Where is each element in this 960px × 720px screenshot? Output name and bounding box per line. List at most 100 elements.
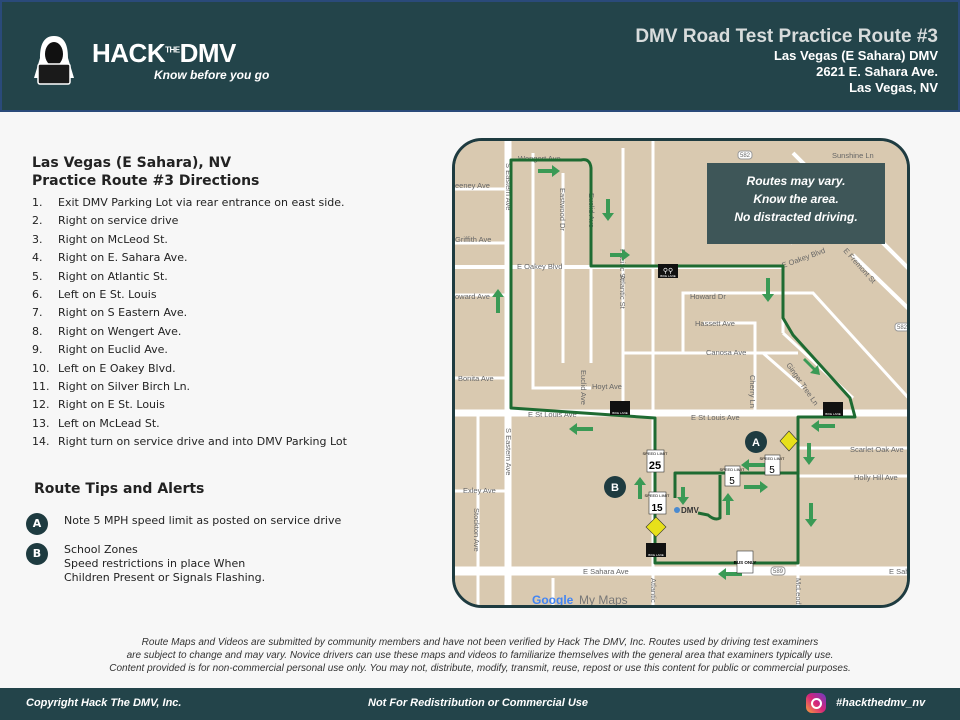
sign-text: BUS ONLY bbox=[734, 560, 757, 565]
sign-text: SPEED LIMIT bbox=[760, 456, 785, 461]
step-number: 3. bbox=[32, 232, 43, 246]
street-label: E St Louis Ave bbox=[691, 413, 740, 422]
arrow-down-icon bbox=[677, 487, 689, 505]
step-number: 2. bbox=[32, 214, 43, 228]
notice-line: Know the area. bbox=[753, 192, 838, 206]
direction-step: 4.Right on E. Sahara Ave. bbox=[32, 249, 347, 267]
sign-text: BIKE LANE bbox=[660, 274, 676, 278]
highway-shields: 582 582 589 bbox=[737, 150, 907, 576]
arrow-down-icon bbox=[762, 278, 774, 302]
google-logo: Google bbox=[532, 593, 574, 607]
direction-step: 11.Right on Silver Birch Ln. bbox=[32, 378, 347, 396]
direction-step: 12.Right on E St. Louis bbox=[32, 396, 347, 414]
directions-list: 1. Exit DMV Parking Lot via rear entrance… bbox=[32, 194, 347, 452]
arrow-left-icon bbox=[811, 420, 835, 432]
tip-text: Children Present or Signals Flashing. bbox=[64, 571, 266, 584]
arrow-right-icon bbox=[538, 165, 560, 177]
street-label: Holly Hill Ave bbox=[854, 473, 898, 482]
direction-arrows bbox=[492, 165, 835, 580]
street-label: Atlantic bbox=[649, 578, 658, 603]
street-label: E St Louis Ave bbox=[528, 410, 577, 419]
disclaimer: Route Maps and Videos are submitted by c… bbox=[0, 636, 960, 675]
disclaimer-line: Content provided is for non-commercial p… bbox=[109, 663, 851, 674]
instagram-icon[interactable] bbox=[806, 693, 826, 713]
bike-lane-sign: BIKE LANE bbox=[823, 402, 843, 416]
route-map[interactable]: Wengert Ave eeney Ave Griffith Ave E Oak… bbox=[452, 138, 910, 608]
marker-a-label: A bbox=[752, 437, 760, 449]
sign-text: SPEED LIMIT bbox=[643, 451, 668, 456]
header: HACKTHEDMV Know before you go DMV Road T… bbox=[0, 0, 960, 112]
street-label: Exley Ave bbox=[463, 486, 496, 495]
sign-text: BIKE LANE bbox=[648, 553, 664, 557]
direction-step: 13. Left on McLead St. bbox=[32, 415, 347, 433]
step-text: Exit DMV Parking Lot via rear entrance o… bbox=[58, 196, 345, 209]
sign-text: SPEED LIMIT bbox=[720, 467, 745, 472]
step-number: 11. bbox=[32, 380, 50, 394]
step-text: Left on E Oakey Blvd. bbox=[58, 361, 176, 375]
direction-step: 10.Left on E Oakey Blvd. bbox=[32, 360, 347, 378]
arrow-left-icon bbox=[741, 459, 765, 471]
notice-box: Routes may vary. Know the area. No distr… bbox=[707, 163, 885, 244]
tip-b: B School Zones Speed restrictions in pla… bbox=[26, 543, 265, 585]
direction-step: 14. Right turn on service drive and into … bbox=[32, 433, 347, 451]
disclaimer-line: Route Maps and Videos are submitted by c… bbox=[141, 637, 819, 648]
street-label: E Sah bbox=[889, 567, 909, 576]
bike-lane-sign: BIKE LANE bbox=[646, 543, 666, 557]
arrow-left-icon bbox=[569, 423, 593, 435]
step-number: 13. bbox=[32, 416, 50, 430]
step-number: 9. bbox=[32, 343, 43, 357]
step-number: 1. bbox=[32, 196, 43, 209]
marker-b-label: B bbox=[611, 482, 619, 494]
redistribution-notice: Not For Redistribution or Commercial Use bbox=[368, 697, 589, 709]
direction-step: 2. Right on service drive bbox=[32, 212, 347, 230]
tip-text: Note 5 MPH speed limit as posted on serv… bbox=[64, 514, 342, 527]
hashtag[interactable]: #hackthedmv_nv bbox=[836, 697, 926, 709]
street-label: Griffith Ave bbox=[455, 235, 491, 244]
step-number: 14. bbox=[32, 435, 50, 449]
tagline: Know before you go bbox=[154, 68, 270, 82]
direction-step: 8.Right on Wengert Ave. bbox=[32, 323, 347, 341]
location-info: Las Vegas (E Sahara) DMV 2621 E. Sahara … bbox=[774, 48, 938, 96]
direction-step: 6.Left on E St. Louis bbox=[32, 286, 347, 304]
bike-lane-sign: BIKE LANE bbox=[610, 401, 630, 415]
street-label: E Sahara Ave bbox=[583, 567, 629, 576]
street-label: Scarlet Oak Ave bbox=[850, 445, 904, 454]
mymaps-label: My Maps bbox=[579, 593, 628, 607]
arrow-right-icon bbox=[744, 481, 768, 493]
sign-value: 5 bbox=[729, 476, 735, 487]
arrow-up-icon bbox=[492, 289, 504, 313]
arrow-right-icon bbox=[610, 249, 630, 261]
brand-logo: HACKTHEDMV bbox=[92, 38, 236, 69]
step-text: Right on McLeod St. bbox=[58, 232, 168, 246]
step-number: 7. bbox=[32, 306, 43, 320]
svg-text:⚲⚲: ⚲⚲ bbox=[663, 267, 673, 275]
street-label: Hassett Ave bbox=[695, 319, 735, 328]
hacker-logo-icon bbox=[34, 36, 74, 85]
arrow-down-icon bbox=[602, 199, 614, 221]
disclaimer-line: are subject to change and may vary. Novi… bbox=[126, 650, 834, 661]
school-crossing-sign-icon bbox=[779, 430, 799, 452]
step-number: 6. bbox=[32, 288, 43, 302]
step-text: Right turn on service drive and into DMV… bbox=[58, 435, 347, 449]
step-text: Right on service drive bbox=[58, 214, 179, 228]
step-text: Left on McLead St. bbox=[58, 416, 160, 430]
arrow-down-icon bbox=[805, 503, 817, 527]
marker-b: B bbox=[604, 476, 626, 498]
street-label: oward Ave bbox=[455, 292, 490, 301]
street-label: Atlantic St bbox=[618, 275, 627, 310]
sign-text: BIKE LANE bbox=[612, 411, 628, 415]
street-label: Canosa Ave bbox=[706, 348, 746, 357]
arrow-up-icon bbox=[722, 493, 734, 515]
step-text: Right on Euclid Ave. bbox=[58, 343, 168, 357]
notice-line: Routes may vary. bbox=[747, 174, 846, 188]
copyright: Copyright Hack The DMV, Inc. bbox=[26, 697, 182, 709]
arrow-left-icon bbox=[718, 568, 742, 580]
street-label: McLeod bbox=[794, 578, 803, 605]
marker-a: A bbox=[745, 431, 767, 453]
step-text: Right on S Eastern Ave. bbox=[58, 306, 188, 320]
direction-step: 5.Right on Atlantic St. bbox=[32, 268, 347, 286]
directions-heading-1: Las Vegas (E Sahara), NV bbox=[32, 155, 232, 171]
street-label: Sunshine Ln bbox=[832, 151, 874, 160]
